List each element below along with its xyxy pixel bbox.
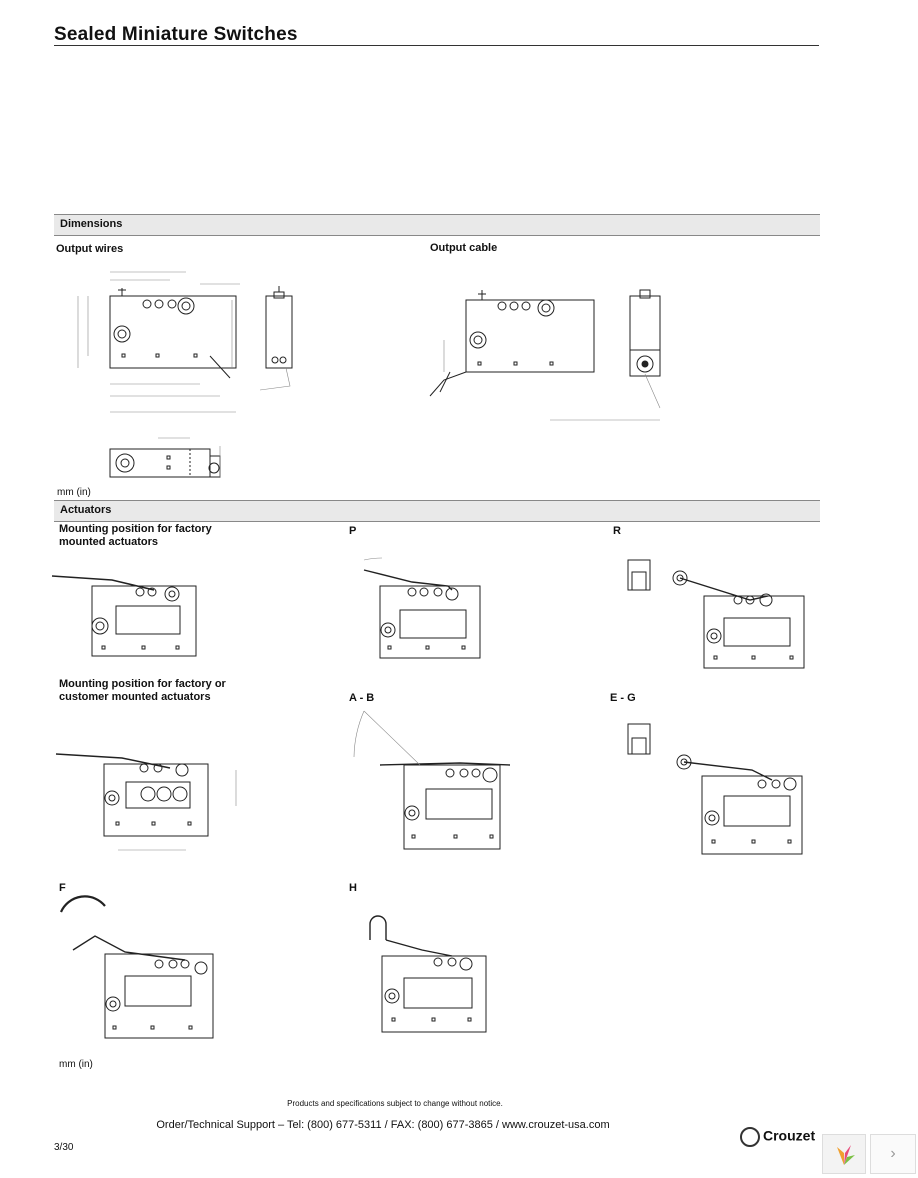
actuator-eg-drawing <box>612 710 812 855</box>
actuator-p-label: P <box>349 525 357 537</box>
actuator-h-label: H <box>349 882 357 894</box>
crouzet-logo: Crouzet <box>740 1127 815 1147</box>
page-title: Sealed Miniature Switches <box>54 24 298 45</box>
output-wires-label: Output wires <box>56 243 124 255</box>
factory-mount-label: Mounting position for factory mounted ac… <box>59 523 212 549</box>
output-cable-drawing <box>430 284 730 434</box>
actuator-h-drawing <box>352 900 497 1035</box>
section-actuators: Actuators <box>54 500 820 522</box>
actuator-f-label: F <box>59 882 66 894</box>
actuator-ab-label: A - B <box>349 692 375 704</box>
customer-mount-line1: Mounting position for factory or <box>59 678 226 690</box>
factory-mount-line1: Mounting position for factory <box>59 523 212 535</box>
output-wires-drawing <box>70 256 300 496</box>
actuator-f-drawing <box>55 900 225 1040</box>
actuator-eg-label: E - G <box>610 692 636 704</box>
factory-mount-line2: mounted actuators <box>59 536 159 548</box>
chevron-right-icon: › <box>890 1145 896 1162</box>
brand-name: Crouzet <box>763 1127 816 1144</box>
actuator-r-drawing <box>620 550 810 675</box>
app-icon[interactable] <box>822 1134 866 1174</box>
footer-note: Products and specifications subject to c… <box>287 1099 503 1108</box>
actuator-ab-drawing <box>350 705 525 855</box>
page-number: 3/30 <box>54 1142 74 1153</box>
section-dimensions: Dimensions <box>54 214 820 236</box>
dimensions-units: mm (in) <box>57 487 91 498</box>
customer-mount-line2: customer mounted actuators <box>59 691 211 703</box>
actuator-r-label: R <box>613 525 621 537</box>
section-dimensions-label: Dimensions <box>60 218 123 230</box>
footer-support: Order/Technical Support – Tel: (800) 677… <box>156 1119 610 1131</box>
crouzet-logo-icon <box>740 1127 760 1147</box>
next-page-button[interactable]: › <box>870 1134 916 1174</box>
actuators-units: mm (in) <box>59 1059 93 1070</box>
title-divider <box>54 45 819 46</box>
actuator-p-drawing <box>352 550 492 665</box>
output-cable-label: Output cable <box>430 242 498 254</box>
customer-mount-drawing <box>52 710 252 850</box>
customer-mount-label: Mounting position for factory or custome… <box>59 678 226 704</box>
section-actuators-label: Actuators <box>60 504 112 516</box>
colorful-leaf-icon <box>837 1145 855 1165</box>
factory-mount-drawing <box>52 560 222 660</box>
